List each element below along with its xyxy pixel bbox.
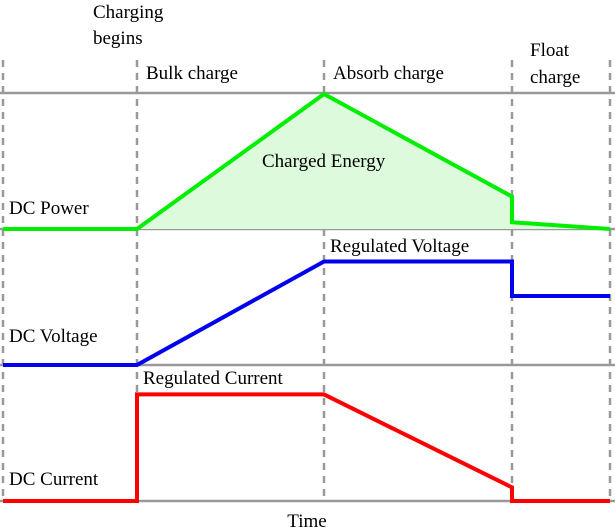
dc-power-area <box>3 94 610 229</box>
dc-power-label: DC Power <box>9 198 89 219</box>
bulk-charge-label: Bulk charge <box>146 63 238 84</box>
float-charge-label-line2: charge <box>530 67 580 88</box>
charged-energy-label: Charged Energy <box>262 151 386 172</box>
x-axis-label: Time <box>287 511 326 530</box>
absorb-charge-label: Absorb charge <box>333 63 444 84</box>
charging-begins-label-line1: Charging <box>93 2 164 23</box>
regulated-current-label: Regulated Current <box>143 368 284 389</box>
charging-begins-label-line2: begins <box>93 28 143 49</box>
float-charge-label-line1: Float <box>530 40 570 61</box>
fills <box>3 94 610 229</box>
regulated-voltage-label: Regulated Voltage <box>330 236 469 257</box>
dc-voltage-line <box>3 259 610 367</box>
dc-current-line <box>3 392 610 503</box>
dc-current-label: DC Current <box>9 469 99 490</box>
dc-power-line <box>3 91 611 231</box>
dc-voltage-label: DC Voltage <box>9 326 98 347</box>
series-lines <box>3 91 611 503</box>
